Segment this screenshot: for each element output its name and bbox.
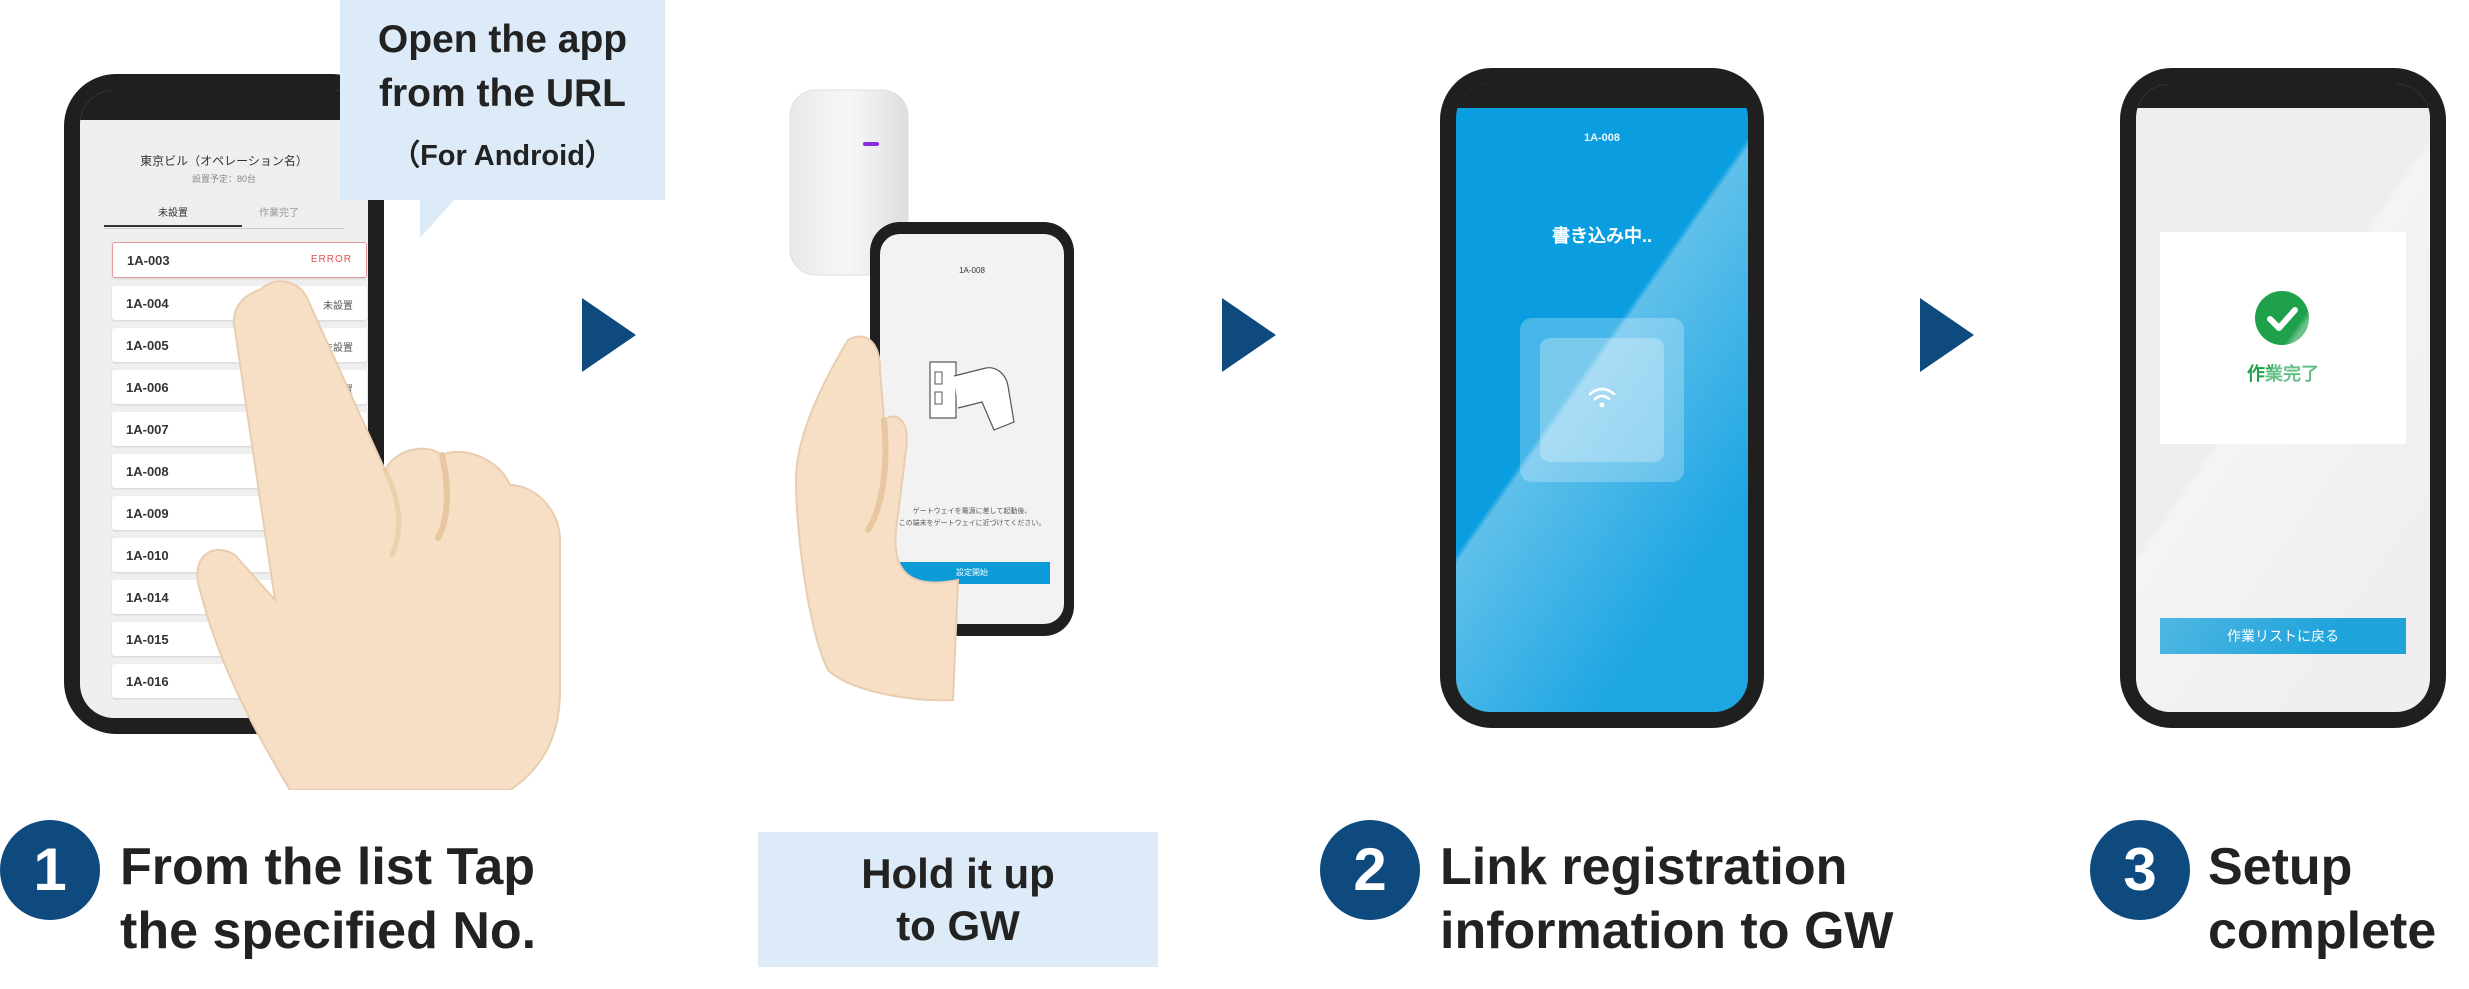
step1-line1: From the list Tap — [120, 838, 536, 896]
step2-line1: Link registration — [1440, 838, 1848, 896]
device-id: 1A-003 — [127, 253, 170, 268]
nfc-target-outer — [1520, 318, 1684, 482]
callout-line2: from the URL — [379, 72, 626, 115]
device-id: 1A-010 — [126, 548, 169, 563]
next-arrow-icon — [582, 298, 636, 372]
step-number-badge: 2 — [1320, 820, 1420, 920]
hold-instruction-box: Hold it up to GW — [758, 832, 1158, 967]
phone-writing: 1A-008 書き込み中.. — [1440, 68, 1764, 728]
device-status: ERROR — [310, 254, 352, 265]
callout-line3: （For Android） — [391, 140, 614, 172]
device-id-header: 1A-008 — [959, 266, 985, 275]
phone-complete-screen: 作業完了 作業リストに戻る — [2136, 84, 2430, 712]
instruction-callout: Open the app from the URL （For Android） — [340, 0, 665, 200]
tapping-hand-illustration — [196, 280, 561, 790]
holding-hand-illustration — [794, 335, 960, 702]
step1-description: From the list Tap the specified No. — [120, 835, 536, 963]
device-status: 未設置 — [323, 343, 353, 354]
operation-subtitle: 設置予定：80台 — [191, 174, 256, 184]
writing-status: 書き込み中.. — [1551, 226, 1652, 246]
list-tabs: 未設置 作業完了 — [104, 204, 344, 229]
phone-scan-screen: 1A-008 ゲートウェイを電源に差して起動後、 この端末をゲートウェイに近づけ… — [880, 234, 1064, 624]
step3-description: Setup complete — [2208, 835, 2436, 963]
phone-notch — [1456, 84, 1748, 108]
check-circle-icon — [2255, 291, 2309, 345]
next-arrow-icon — [1222, 298, 1276, 372]
phone-notch — [80, 90, 368, 120]
callout-line1: Open the app — [377, 18, 628, 61]
step3-line2: complete — [2208, 902, 2437, 960]
gateway-device-illustration — [789, 89, 909, 276]
nfc-target-inner — [1540, 338, 1664, 462]
complete-label: 作業完了 — [2247, 364, 2319, 384]
step2-line2: information to GW — [1440, 902, 1894, 960]
device-id: 1A-015 — [126, 632, 169, 647]
device-id: 1A-007 — [126, 422, 169, 437]
operation-title: 東京ビル（オペレーション名） — [140, 154, 308, 168]
step2-description: Link registration information to GW — [1440, 835, 1893, 963]
completion-card: 作業完了 — [2160, 232, 2406, 444]
step1-line2: the specified No. — [120, 902, 537, 960]
device-id: 1A-005 — [126, 338, 169, 353]
hold-line2: to GW — [896, 902, 1020, 949]
device-id: 1A-016 — [126, 674, 169, 689]
phone-notch — [2136, 84, 2430, 108]
step3-line1: Setup — [2208, 838, 2353, 896]
phone-complete: 作業完了 作業リストに戻る — [2120, 68, 2446, 728]
step-number-badge: 3 — [2090, 820, 2190, 920]
next-arrow-icon — [1920, 298, 1974, 372]
device-id: 1A-009 — [126, 506, 169, 521]
callout-tail — [420, 198, 456, 238]
device-id: 1A-004 — [126, 296, 169, 311]
scan-instruction: ゲートウェイを電源に差して起動後、 この端末をゲートウェイに近づけてください。 — [880, 506, 1064, 530]
hold-line1: Hold it up — [861, 850, 1055, 897]
device-id-header: 1A-008 — [1583, 132, 1621, 144]
device-id: 1A-014 — [126, 590, 169, 605]
start-setup-button[interactable]: 設定開始 — [894, 562, 1050, 584]
wifi-icon — [1588, 387, 1616, 408]
device-id: 1A-008 — [126, 464, 169, 479]
phone-writing-screen: 1A-008 書き込み中.. — [1456, 84, 1748, 712]
tab-not-installed[interactable]: 未設置 — [104, 204, 242, 227]
scan-instruction-line2: この端末をゲートウェイに近づけてください。 — [898, 520, 1046, 527]
device-status: 未設置 — [323, 301, 353, 312]
tab-completed[interactable]: 作業完了 — [259, 208, 299, 219]
list-item[interactable]: 1A-003 ERROR — [112, 242, 367, 278]
device-id: 1A-006 — [126, 380, 169, 395]
step-number-badge: 1 — [0, 820, 100, 920]
scan-instruction-line1: ゲートウェイを電源に差して起動後、 — [912, 508, 1032, 515]
plug-in-gateway-illustration — [929, 361, 1015, 431]
back-to-list-button[interactable]: 作業リストに戻る — [2160, 618, 2406, 654]
